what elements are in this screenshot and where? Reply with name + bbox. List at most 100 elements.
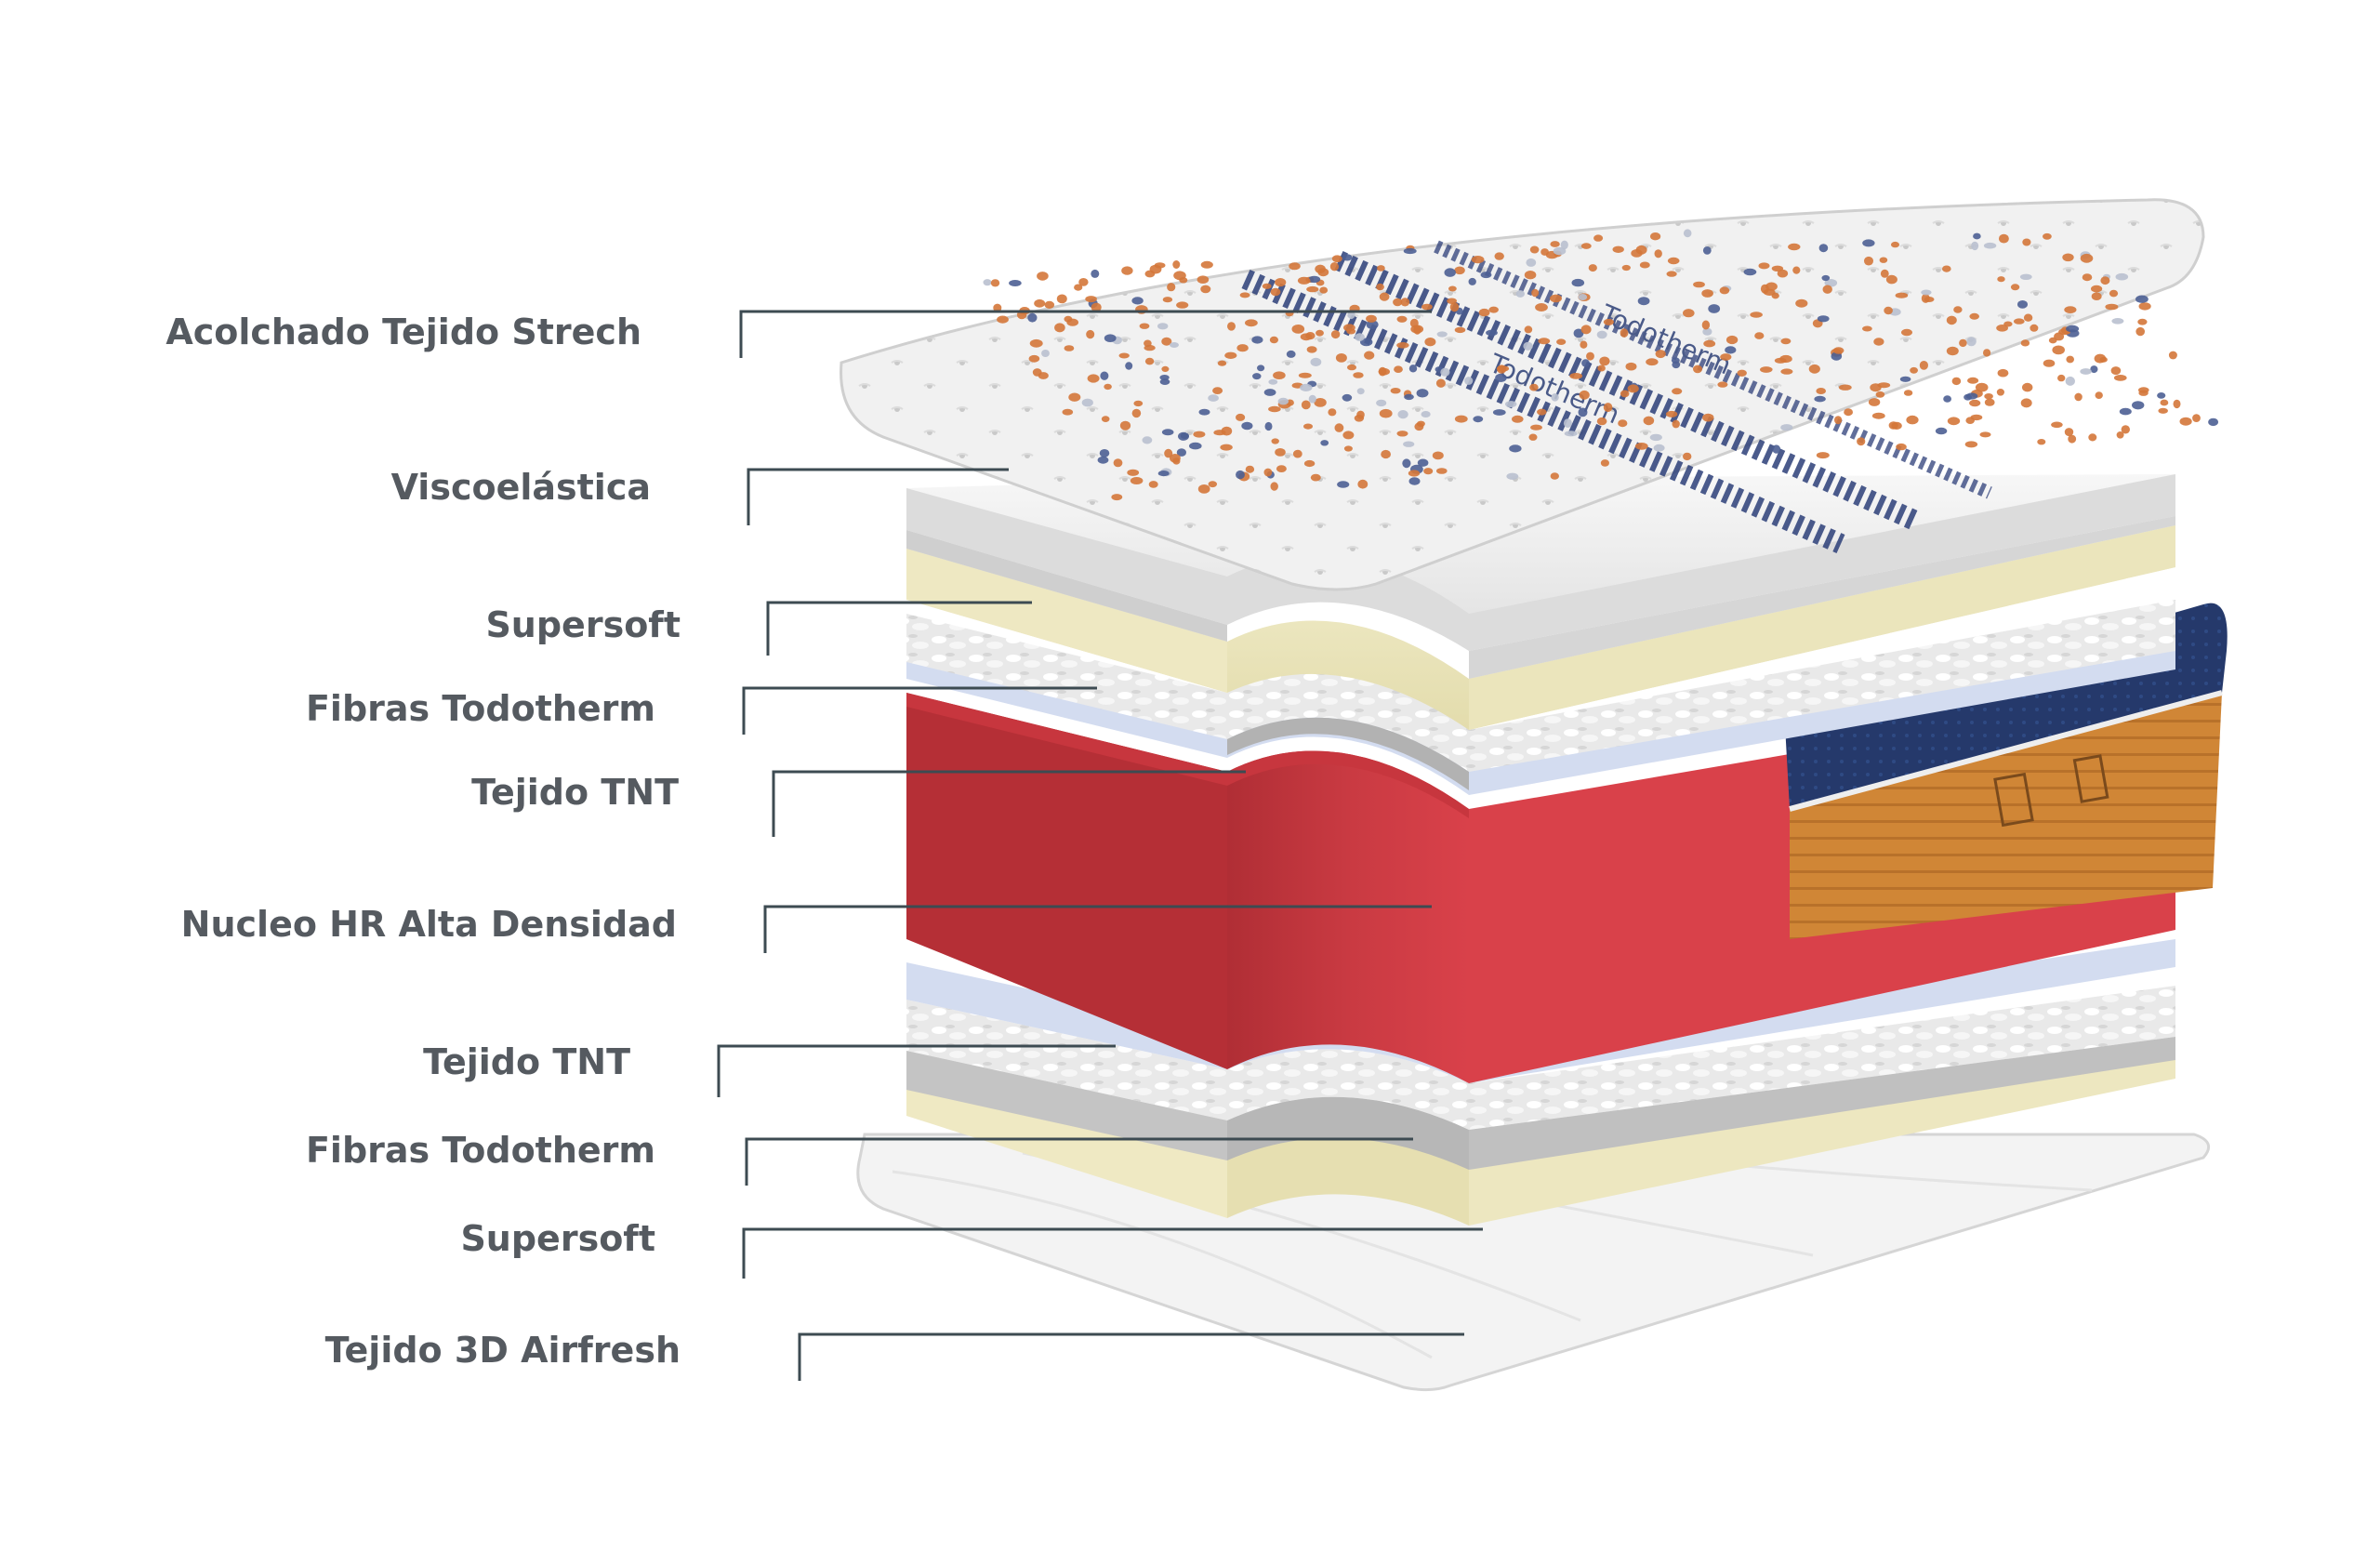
cover-dot: [1289, 262, 1301, 271]
cover-dot: [1973, 232, 1981, 240]
cover-dot: [1537, 408, 1547, 416]
cover-dot: [1262, 283, 1272, 289]
cover-dot: [1364, 351, 1375, 360]
cover-dot: [1440, 367, 1450, 377]
cover-dot: [2090, 365, 2098, 374]
cover-dot: [2110, 366, 2122, 376]
leader-fibras-bottom: [745, 1137, 1413, 1186]
cover-dot: [1273, 371, 1286, 380]
cover-dot: [2014, 318, 2025, 325]
cover-dot-pattern: [983, 229, 2219, 501]
cover-dot: [1236, 470, 1245, 480]
leader-acolchado: [739, 310, 1432, 358]
cover-dot: [1432, 451, 1444, 460]
cover-dot: [1393, 298, 1403, 307]
cover-dot: [1649, 433, 1662, 442]
cover-dot: [1224, 351, 1237, 359]
cover-dot: [1672, 419, 1680, 429]
cover-dot: [1464, 377, 1474, 385]
cover-dot: [1702, 413, 1714, 422]
cover-dot: [2030, 324, 2039, 332]
leader-tnt-bottom: [717, 1044, 1116, 1097]
cover-dot: [1449, 302, 1460, 312]
cover-dot: [1408, 470, 1421, 477]
cover-dot: [1838, 384, 1852, 391]
cover-dot: [1844, 408, 1853, 417]
cover-dot: [1538, 338, 1551, 345]
cover-dot: [1390, 388, 1401, 394]
cover-dot: [1816, 452, 1830, 459]
cover-dot: [1857, 437, 1866, 446]
cover-dot: [1997, 368, 2009, 378]
cover-dot: [1277, 397, 1289, 405]
cover-dot: [1780, 338, 1792, 345]
cover-dot: [1416, 420, 1425, 427]
cover-dot: [1316, 329, 1324, 337]
cover-dot: [1480, 272, 1492, 279]
cover-dot: [1896, 443, 1907, 451]
cover-dot: [1064, 345, 1075, 351]
cover-dot: [1343, 324, 1355, 332]
cover-dot: [2043, 232, 2052, 240]
cover-dot: [1275, 278, 1287, 287]
cover-dot: [1319, 286, 1329, 294]
cover-dot: [1056, 294, 1067, 304]
cover-dot: [2121, 425, 2130, 434]
cover-dot: [1765, 282, 1778, 291]
cover-dot: [2192, 414, 2201, 422]
cover-dot: [1737, 369, 1747, 377]
cover-dot: [2022, 382, 2033, 392]
cover-dot: [1774, 357, 1787, 364]
cover-dot: [2020, 339, 2030, 347]
cover-dot: [2065, 376, 2075, 386]
cover-dot: [1891, 421, 1902, 430]
cover-dot: [1967, 377, 1979, 384]
cover-dot: [1130, 477, 1144, 484]
cover-dot: [1596, 417, 1607, 426]
cover-dot: [1580, 325, 1592, 335]
cover-dot: [1376, 399, 1387, 407]
cover-dot: [1880, 269, 1889, 278]
cover-dot: [1620, 328, 1629, 338]
cover-dot: [2208, 418, 2219, 427]
cover-dot: [1241, 421, 1253, 431]
cover-dot: [1693, 364, 1702, 374]
cover-dot: [1979, 431, 1991, 438]
cover-dot: [1144, 357, 1155, 365]
cover-dot: [1270, 287, 1281, 297]
cover-dot: [1637, 297, 1650, 306]
cover-dot: [1816, 388, 1826, 394]
cover-dot: [1408, 477, 1421, 485]
cover-dot: [1884, 306, 1893, 315]
cover-dot: [1719, 286, 1730, 295]
label-tejido-tnt-top: Tejido TNT: [471, 772, 679, 813]
cover-dot: [1111, 494, 1123, 501]
cover-dot: [1176, 301, 1189, 309]
cover-dot: [2068, 434, 2077, 444]
cover-dot: [1569, 373, 1583, 379]
cover-dot: [1172, 457, 1181, 465]
cover-dot: [1579, 390, 1590, 400]
cover-dot: [1899, 376, 1911, 382]
cover-dot: [1330, 330, 1341, 339]
cover-dot: [2179, 417, 2192, 426]
cover-dot: [1750, 311, 1763, 318]
cover-dot: [1303, 459, 1316, 468]
cover-dot: [1121, 266, 1133, 275]
cover-dot: [1754, 332, 1765, 339]
cover-dot: [1342, 254, 1353, 261]
cover-dot: [1708, 304, 1721, 313]
cover-dot: [1421, 303, 1433, 311]
cover-dot: [1597, 364, 1606, 372]
cover-dot: [1342, 393, 1353, 402]
cover-dot: [1983, 242, 1997, 249]
cover-dot: [1334, 423, 1344, 432]
cover-dot: [1551, 393, 1559, 402]
cover-dot: [1331, 255, 1342, 263]
cover-dot: [2052, 345, 2065, 355]
cover-dot: [1081, 398, 1093, 407]
cover-dot: [1381, 449, 1391, 459]
cover-dot: [2022, 238, 2031, 246]
cover-dot: [1308, 394, 1316, 404]
